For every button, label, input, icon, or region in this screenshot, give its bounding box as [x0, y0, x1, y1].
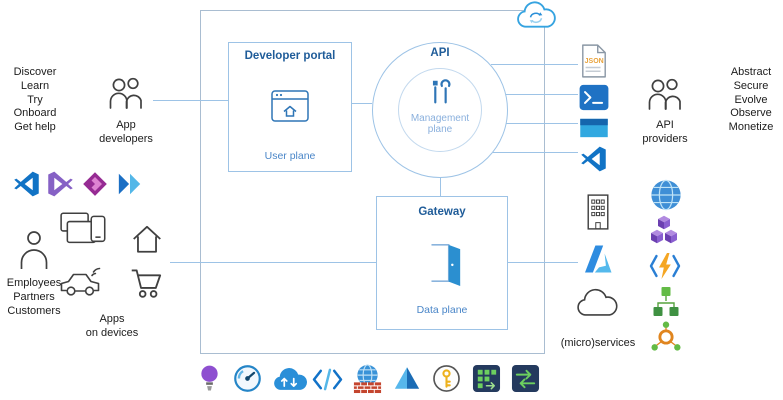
lightning-icon [648, 249, 682, 283]
developer-portal-title: Developer portal [244, 50, 336, 62]
app-developers-label: App developers [99, 119, 153, 145]
line-appdev-portal [153, 100, 228, 101]
svg-text:JSON: JSON [585, 58, 604, 65]
data-plane-label: Data plane [416, 304, 468, 316]
apps-on-devices-label: Apps on devices [85, 313, 139, 339]
car-icon [57, 265, 105, 300]
building-icon [582, 191, 614, 233]
tools-icon [424, 77, 456, 109]
line-portal-api [352, 103, 372, 104]
cloud-arrows-icon [271, 366, 307, 393]
key-icon [432, 364, 461, 393]
cloud-outline-icon [575, 288, 619, 319]
gateway-title: Gateway [418, 206, 466, 218]
code-icon [311, 367, 344, 392]
consumers-label: Employees Partners Customers [6, 277, 62, 317]
chevrons-icon [116, 171, 144, 197]
api-title: API [430, 47, 450, 59]
management-plane-label: Management plane [410, 113, 470, 135]
line-gateway-services [508, 262, 578, 263]
line-api-gateway [440, 178, 441, 196]
pyramid-icon [393, 365, 421, 392]
line-api-vscode [493, 152, 578, 153]
line-api-terminal [506, 94, 578, 95]
globe-icon [649, 178, 683, 212]
json-file-icon: JSON [580, 43, 608, 79]
cart-icon [129, 262, 164, 304]
provider-actions-text: Abstract Secure Evolve Observe Monetize [728, 66, 774, 133]
window-banner-icon [579, 117, 609, 139]
power-apps-icon [81, 170, 109, 198]
microservices-label: (micro)services [560, 337, 636, 349]
person-icon [17, 227, 51, 273]
house-icon [130, 221, 164, 257]
management-plane-circle [398, 68, 482, 152]
visual-studio-icon [46, 170, 75, 198]
cubes-icon [647, 214, 685, 250]
browser-icon [270, 88, 310, 124]
door-icon [420, 238, 464, 288]
vscode-blue-icon [12, 170, 41, 198]
lightbulb-icon [198, 363, 221, 394]
gauge-icon [233, 364, 262, 393]
api-providers-label: API providers [642, 119, 688, 145]
azure-icon [580, 243, 616, 275]
vscode-icon [579, 145, 608, 173]
grid-box-icon [472, 364, 501, 393]
line-api-json [491, 64, 578, 65]
api-providers-people-icon [641, 71, 689, 117]
hub-icon [648, 320, 684, 354]
user-plane-label: User plane [264, 150, 316, 162]
devices-icon [58, 210, 112, 256]
globe-firewall-icon [351, 363, 384, 394]
developer-actions-text: Discover Learn Try Onboard Get help [13, 66, 57, 133]
app-developers-people-icon [102, 70, 150, 116]
terminal-icon [578, 84, 610, 111]
cloud-sync-icon [514, 1, 558, 32]
line-devices-gateway [170, 262, 376, 263]
line-api-window [506, 123, 578, 124]
hierarchy-icon [649, 285, 683, 319]
flow-box-icon [511, 364, 540, 393]
gateway-box [376, 196, 508, 330]
